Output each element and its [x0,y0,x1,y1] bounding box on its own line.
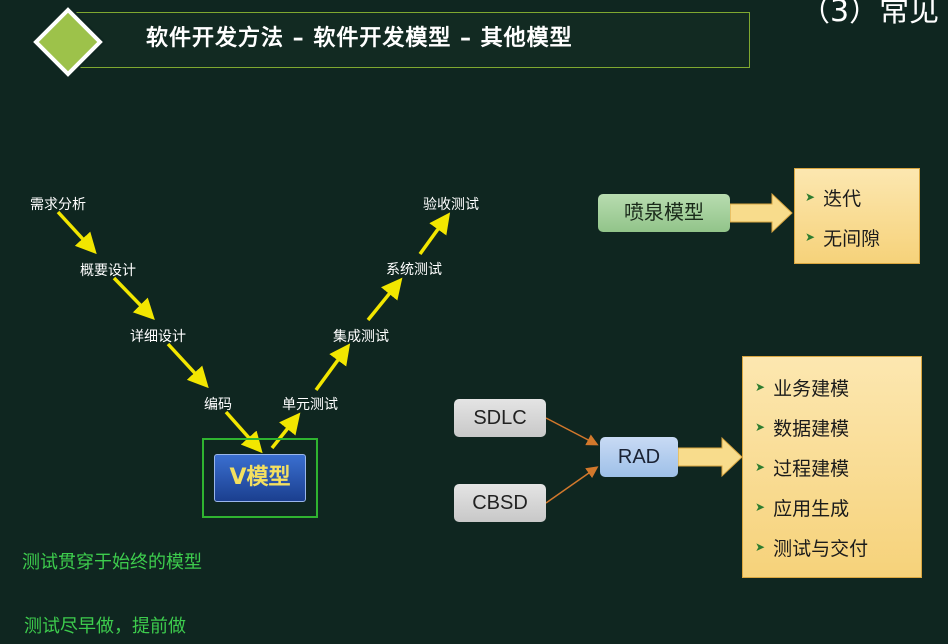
stage-coding: 编码 [204,397,232,413]
bullet-arrow-icon: ➤ [755,500,766,514]
bullet-arrow-icon: ➤ [805,230,816,244]
bullet-arrow-icon: ➤ [755,460,766,474]
bullet-arrow-icon: ➤ [755,540,766,554]
fountain-model-label: 喷泉模型 [598,194,730,232]
fountain-model-features: ➤ 迭代 ➤ 无间隙 [794,168,920,264]
cbsd-label: CBSD [454,484,546,522]
v-model-label: V模型 [214,454,306,502]
arrow-unit-to-integration [314,343,351,392]
rad-phase-text: 数据建模 [773,417,850,440]
fountain-feature: ➤ 迭代 [805,177,919,217]
block-arrow-rad [677,436,743,478]
title-bar [66,12,750,68]
rad-phase: ➤ 测试与交付 [755,527,921,567]
slide-title: 软件开发方法 – 软件开发模型 – 其他模型 [146,26,573,51]
arrow-code-to-v [224,410,263,454]
stage-integration-testing: 集成测试 [333,329,389,345]
arrow-v-to-unit [270,412,301,450]
rad-phases: ➤ 业务建模 ➤ 数据建模 ➤ 过程建模 ➤ 应用生成 ➤ 测试与交付 [742,356,922,578]
corner-heading: （3）常见 [800,0,940,29]
arrow-detail-to-code [166,342,209,389]
sdlc-label: SDLC [454,399,546,437]
arrow-req-to-arch [56,210,97,255]
rad-phase: ➤ 过程建模 [755,447,921,487]
bullet-arrow-icon: ➤ [755,420,766,434]
rad-phase: ➤ 数据建模 [755,407,921,447]
block-arrow-fountain [729,192,793,234]
stage-detailed-design: 详细设计 [130,329,186,345]
v-model-frame [202,438,318,518]
rad-phase: ➤ 业务建模 [755,367,921,407]
rad-label: RAD [600,437,678,477]
stage-requirements: 需求分析 [30,197,86,213]
rad-phase-text: 测试与交付 [773,537,869,560]
stage-acceptance-testing: 验收测试 [423,197,479,213]
connector-sdlc-to-rad [545,417,599,446]
connector-cbsd-to-rad [545,466,599,504]
rad-phase-text: 应用生成 [773,497,850,520]
arrow-integration-to-system [366,277,403,322]
diamond-icon [30,4,106,80]
bullet-arrow-icon: ➤ [805,190,816,204]
fountain-feature-text: 迭代 [823,187,862,210]
rad-phase-text: 过程建模 [773,457,850,480]
fountain-feature: ➤ 无间隙 [805,217,919,257]
arrow-arch-to-detail [112,276,155,321]
v-model-note-2: 测试尽早做，提前做 [24,616,186,637]
stage-system-testing: 系统测试 [386,262,442,278]
fountain-feature-text: 无间隙 [823,227,881,250]
stage-architecture-design: 概要设计 [80,263,136,279]
rad-phase-text: 业务建模 [773,377,850,400]
bullet-arrow-icon: ➤ [755,380,766,394]
rad-phase: ➤ 应用生成 [755,487,921,527]
arrow-system-to-acceptance [418,212,451,256]
v-model-note-1: 测试贯穿于始终的模型 [22,552,202,573]
stage-unit-testing: 单元测试 [282,397,338,413]
